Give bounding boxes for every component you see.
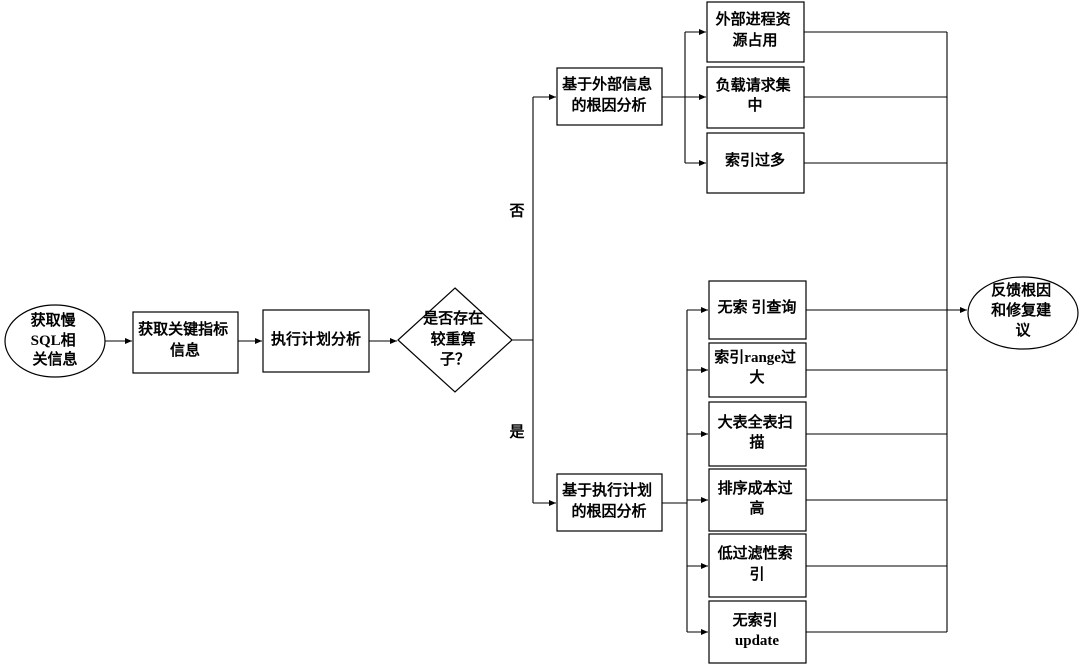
low-filter-index-line-1: 低过滤性索 xyxy=(717,544,793,562)
index-range-large-line-2: 大 xyxy=(749,368,764,386)
index-range-large-box xyxy=(708,342,807,398)
decision-diamond xyxy=(397,287,513,393)
node-too-many-indexes: 索引过多 xyxy=(706,132,805,194)
node-external-process: 外部进程资 源占用 xyxy=(706,1,805,63)
no-index-query-label: 无索 引查询 xyxy=(717,298,797,316)
node-end: 反馈根因 和修复建 议 xyxy=(967,276,1079,350)
no-index-update-line-1: 无索引 xyxy=(732,611,778,629)
edge-label-no: 否 xyxy=(508,202,524,219)
end-label-line-3: 议 xyxy=(1015,322,1031,339)
get-metrics-box xyxy=(132,311,239,374)
low-filter-index-box xyxy=(708,533,807,598)
no-index-update-box xyxy=(708,600,807,664)
node-plan-root-cause: 基于执行计划 的根因分析 xyxy=(556,473,663,532)
external-process-box xyxy=(706,1,805,63)
external-process-label: 外部进程资 源占用 xyxy=(715,10,795,49)
decision-label: 是否存在 较重算 子？ xyxy=(422,309,487,368)
low-filter-index-label: 低过滤性索 引 xyxy=(717,544,797,583)
sort-cost-high-box xyxy=(708,468,807,532)
full-table-scan-line-2: 描 xyxy=(749,433,764,451)
no-index-query-line-1: 无索 引查询 xyxy=(717,298,797,316)
index-range-large-label: 索引range过 大 xyxy=(714,348,799,386)
external-root-cause-line-1: 基于外部信息 xyxy=(561,75,652,93)
plan-analysis-line-1: 执行计划分析 xyxy=(271,330,361,348)
edge-label-yes: 是 xyxy=(508,423,525,440)
node-plan-analysis: 执行计划分析 xyxy=(262,309,370,373)
low-filter-index-line-2: 引 xyxy=(749,566,764,583)
too-many-indexes-box xyxy=(706,132,805,194)
full-table-scan-box xyxy=(708,401,807,467)
external-root-cause-line-2: 的根因分析 xyxy=(571,96,646,114)
start-label-line-1: 获取慢 xyxy=(31,311,77,329)
node-low-filter-index: 低过滤性索 引 xyxy=(708,533,807,598)
node-start: 获取慢 SQL相 关信息 xyxy=(4,304,106,378)
load-concentration-line-1: 负载请求集 xyxy=(716,76,792,94)
index-range-large-line-1: 索引range过 xyxy=(714,348,796,366)
decision-line-3: 子？ xyxy=(440,351,470,368)
no-index-update-line-2: update xyxy=(735,633,780,649)
plan-root-cause-label: 基于执行计划 的根因分析 xyxy=(561,481,656,520)
node-get-metrics: 获取关键指标 信息 xyxy=(132,311,239,374)
end-oval xyxy=(967,276,1079,350)
end-label: 反馈根因 和修复建 议 xyxy=(991,281,1055,339)
start-label-line-3: 关信息 xyxy=(32,350,77,368)
load-concentration-label: 负载请求集 中 xyxy=(716,76,795,114)
full-table-scan-label: 大表全表扫 描 xyxy=(718,413,797,451)
sort-cost-high-line-2: 高 xyxy=(749,499,764,517)
decision-line-2: 较重算 xyxy=(431,330,476,348)
start-oval xyxy=(4,304,106,378)
plan-analysis-box xyxy=(262,309,370,373)
external-process-line-1: 外部进程资 xyxy=(715,10,791,28)
node-no-index-update: 无索引 update xyxy=(708,600,807,664)
node-sort-cost-high: 排序成本过 高 xyxy=(708,468,807,532)
sort-cost-high-label: 排序成本过 高 xyxy=(718,479,797,517)
too-many-indexes-line-1: 索引过多 xyxy=(725,151,785,169)
full-table-scan-line-1: 大表全表扫 xyxy=(718,413,793,431)
get-metrics-label: 获取关键指标 信息 xyxy=(138,320,232,359)
external-root-cause-label: 基于外部信息 的根因分析 xyxy=(561,75,656,114)
get-metrics-line-2: 信息 xyxy=(170,341,200,359)
plan-root-cause-line-1: 基于执行计划 xyxy=(561,481,652,499)
node-no-index-query: 无索 引查询 xyxy=(708,280,807,340)
plan-root-cause-box xyxy=(556,473,663,532)
decision-line-1: 是否存在 xyxy=(422,309,483,327)
get-metrics-line-1: 获取关键指标 xyxy=(138,320,228,338)
external-root-cause-box xyxy=(556,67,663,126)
node-decision: 是否存在 较重算 子？ xyxy=(397,287,513,393)
too-many-indexes-label: 索引过多 xyxy=(725,151,785,169)
node-load-concentration: 负载请求集 中 xyxy=(706,66,805,129)
plan-analysis-label: 执行计划分析 xyxy=(271,330,361,348)
start-label-line-2: SQL相 xyxy=(31,331,76,349)
sort-cost-high-line-1: 排序成本过 xyxy=(718,479,793,497)
node-full-table-scan: 大表全表扫 描 xyxy=(708,401,807,467)
start-label: 获取慢 SQL相 关信息 xyxy=(31,311,80,368)
end-label-line-1: 反馈根因 xyxy=(991,281,1051,299)
load-concentration-line-2: 中 xyxy=(747,96,762,114)
node-external-root-cause: 基于外部信息 的根因分析 xyxy=(556,67,663,126)
node-index-range-large: 索引range过 大 xyxy=(708,342,807,398)
no-index-query-box xyxy=(708,280,807,340)
load-concentration-box xyxy=(706,66,805,129)
no-index-update-label: 无索引 update xyxy=(732,611,782,649)
end-label-line-2: 和修复建 xyxy=(991,301,1052,319)
plan-root-cause-line-2: 的根因分析 xyxy=(571,502,646,520)
external-process-line-2: 源占用 xyxy=(732,31,777,49)
